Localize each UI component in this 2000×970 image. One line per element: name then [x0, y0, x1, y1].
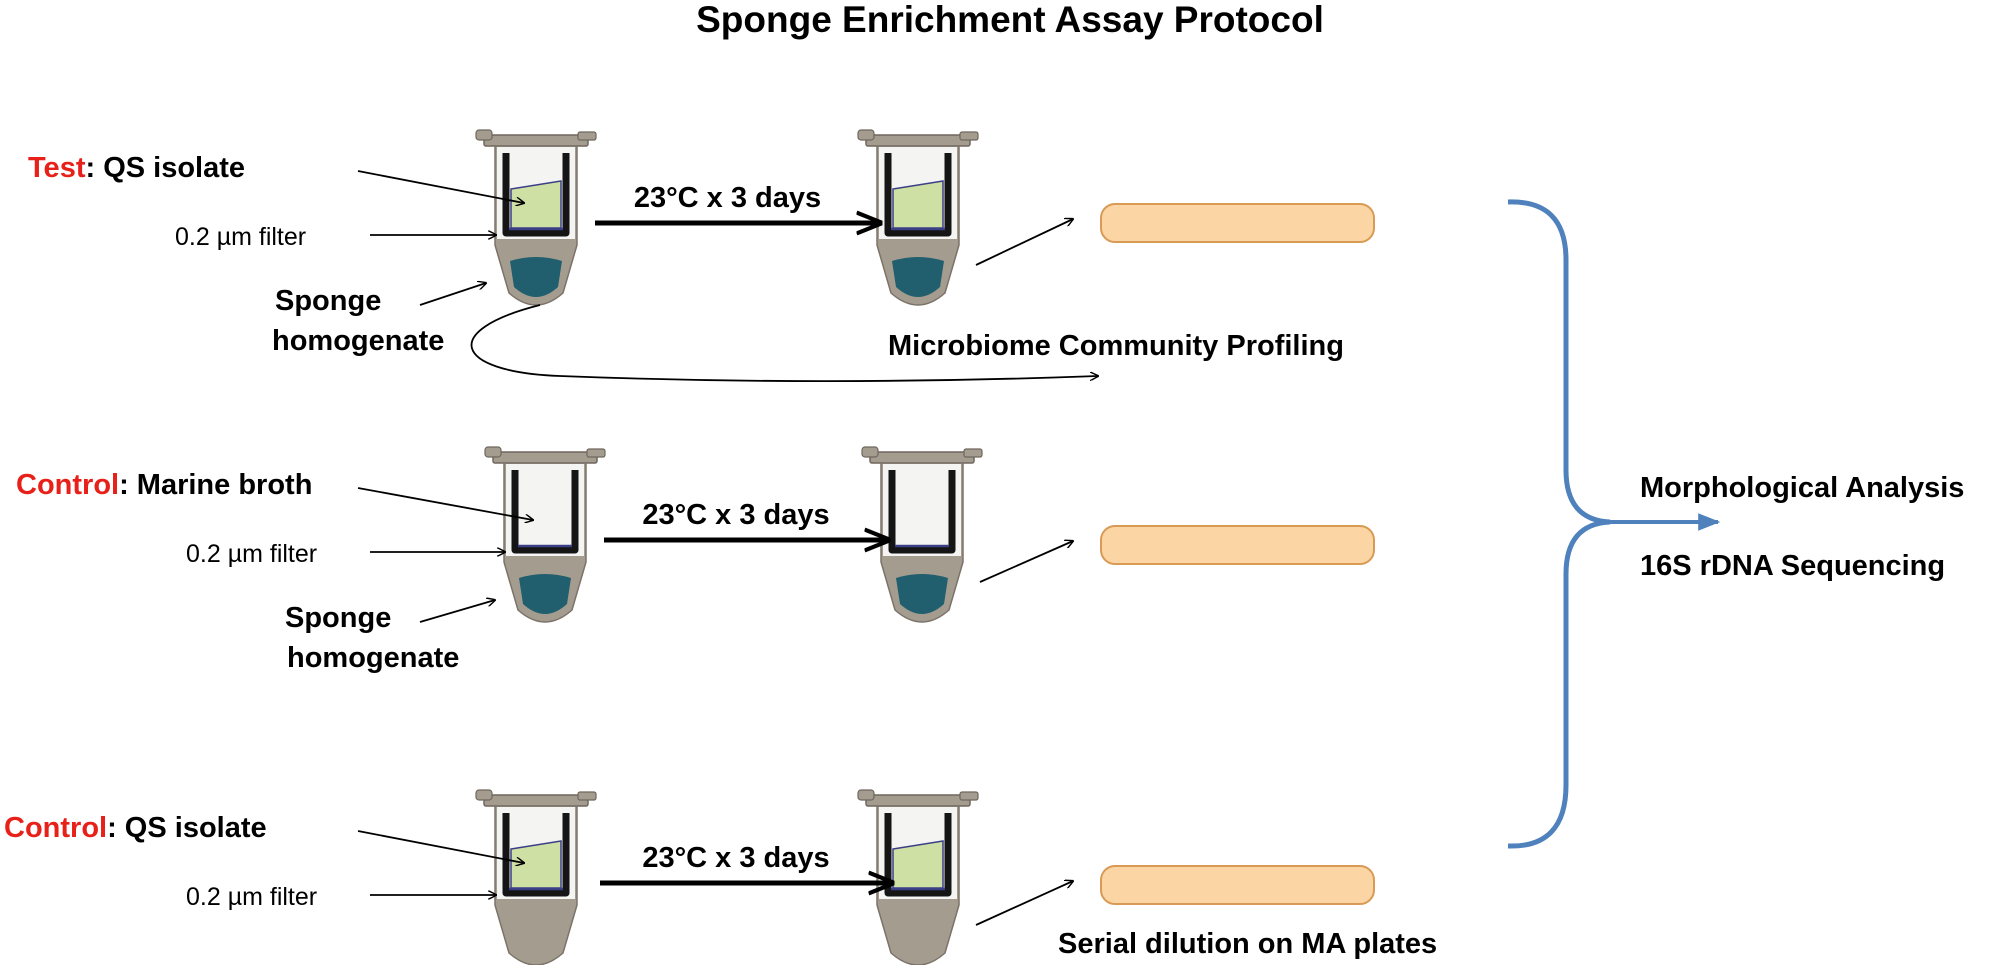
condition-name: Control: [4, 812, 107, 844]
tube-hinge: [861, 446, 879, 458]
condition-content: : QS isolate: [85, 152, 245, 184]
homogenate-pointer-arrow: [419, 283, 486, 306]
tube-tab: [586, 448, 606, 458]
agar-plate: [1100, 525, 1375, 565]
sponge-homogenate-fill: [519, 574, 571, 614]
condition-label: Test: QS isolate: [28, 152, 245, 184]
tube-tab: [577, 131, 597, 141]
filter-label: 0.2 µm filter: [186, 883, 317, 911]
tube-tab: [577, 791, 597, 801]
page-title: Sponge Enrichment Assay Protocol: [696, 0, 1324, 40]
tube-lid: [492, 451, 598, 464]
tube-lid: [483, 794, 589, 807]
plate-caption: Microbiome Community Profiling: [888, 330, 1344, 362]
tube-hinge: [475, 789, 493, 801]
condition-label: Control: QS isolate: [4, 812, 267, 844]
agar-plate: [1100, 203, 1375, 243]
homogenate-label-line2: homogenate: [272, 325, 444, 357]
microtube: [857, 789, 979, 966]
content-pointer-arrow: [357, 170, 524, 203]
filter-insert: [884, 813, 952, 897]
filter-insert: [888, 470, 956, 554]
outcome-morphological: Morphological Analysis: [1640, 472, 1964, 504]
agar-plate: [1100, 865, 1375, 905]
profiling-sample-arrow: [470, 304, 1098, 382]
filter-label: 0.2 µm filter: [186, 540, 317, 568]
microtube: [475, 789, 597, 966]
homogenate-pointer-arrow: [419, 600, 495, 623]
tube-hinge: [857, 129, 875, 141]
microtube: [861, 446, 983, 623]
protocol-row-2: Control: Marine broth 0.2 µm filterSponge…: [16, 446, 1375, 674]
condition-name: Control: [16, 469, 119, 501]
protocol-row-3: Control: QS isolate 0.2 µm filter 23°C x 3…: [4, 789, 1437, 966]
microtube: [484, 446, 606, 623]
tube-tab: [959, 791, 979, 801]
incubation-label: 23°C x 3 days: [642, 842, 829, 874]
tube-lid: [483, 134, 589, 147]
tube-window: [506, 464, 584, 556]
incubation-label: 23°C x 3 days: [634, 182, 821, 214]
plating-arrow: [979, 541, 1073, 583]
tube-hinge: [475, 129, 493, 141]
isolate-fill: [892, 840, 944, 889]
content-pointer-arrow: [357, 487, 533, 520]
isolate-fill: [510, 180, 562, 229]
isolate-fill: [892, 180, 944, 229]
tube-lid: [865, 794, 971, 807]
tube-lid: [869, 451, 975, 464]
microtube: [857, 129, 979, 306]
plating-arrow: [975, 219, 1073, 266]
homogenate-label-line2: homogenate: [287, 642, 459, 674]
plate-caption: Serial dilution on MA plates: [1058, 928, 1437, 960]
plating-arrow: [975, 881, 1073, 926]
filter-insert: [502, 153, 570, 237]
filter-insert: [511, 470, 579, 554]
filter-label: 0.2 µm filter: [175, 223, 306, 251]
outcome-bracket: [1507, 199, 1611, 849]
sponge-homogenate-fill: [510, 257, 562, 297]
isolate-fill: [510, 840, 562, 889]
sponge-homogenate-fill: [892, 257, 944, 297]
tube-lid: [865, 134, 971, 147]
incubation-label: 23°C x 3 days: [642, 499, 829, 531]
sponge-homogenate-fill: [896, 574, 948, 614]
homogenate-label-line1: Sponge: [275, 285, 381, 317]
filter-insert: [502, 813, 570, 897]
tube-window: [883, 464, 961, 556]
content-pointer-arrow: [357, 830, 524, 863]
condition-content: : Marine broth: [119, 469, 312, 501]
tube-tab: [963, 448, 983, 458]
microtube: [475, 129, 597, 306]
tube-tab: [959, 131, 979, 141]
condition-label: Control: Marine broth: [16, 469, 312, 501]
tube-hinge: [857, 789, 875, 801]
condition-name: Test: [28, 152, 86, 184]
tube-hinge: [484, 446, 502, 458]
homogenate-label-line1: Sponge: [285, 602, 391, 634]
outcome-sequencing: 16S rDNA Sequencing: [1640, 550, 1945, 582]
filter-insert: [884, 153, 952, 237]
condition-content: : QS isolate: [107, 812, 267, 844]
